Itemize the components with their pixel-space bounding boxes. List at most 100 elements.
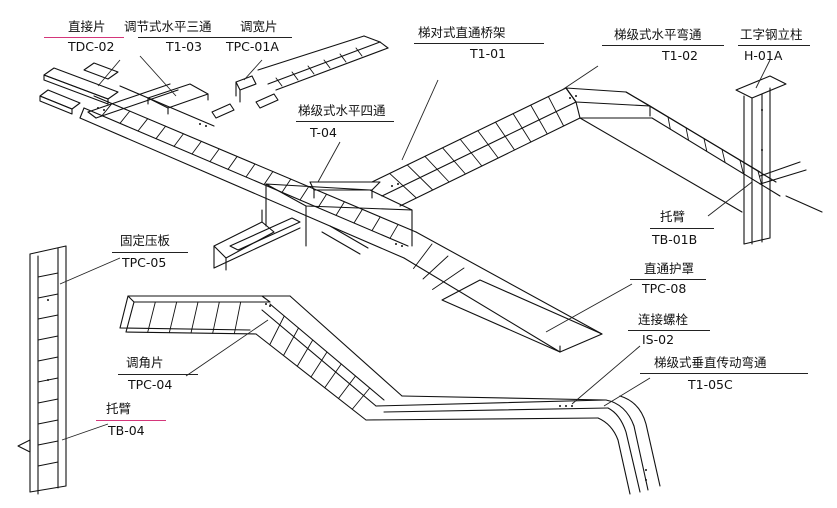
ladder-rung <box>739 159 744 175</box>
horizontal-elbow <box>565 87 653 119</box>
ladder-rung <box>119 110 131 124</box>
label-code-support-arm-right: TB-01B <box>652 232 698 247</box>
ladder-rung <box>233 301 242 335</box>
lower-horizontal-ladder <box>119 295 291 335</box>
ladder-rung <box>432 267 465 290</box>
cross-left-branch <box>213 209 301 271</box>
i-beam-column <box>735 75 823 245</box>
ladder-rung <box>37 419 59 425</box>
ladder-rung <box>389 223 399 239</box>
leader-lines <box>59 55 771 441</box>
label-name-adjustable-tee: 调节式水平三通 <box>124 19 212 34</box>
underline-straight-piece <box>44 37 124 38</box>
underline-straight-tray <box>414 43 544 44</box>
lower-descending-rungs <box>269 315 371 410</box>
upper-right-rungs <box>389 96 565 199</box>
ladder-rung <box>685 127 690 141</box>
ladder-rung <box>37 272 59 278</box>
ladder-rung <box>283 327 299 356</box>
label-name-horizontal-elbow: 梯级式水平弯通 <box>614 27 702 42</box>
ladder-rung <box>37 314 59 320</box>
ladder-rung <box>37 335 59 341</box>
underline-support-arm-left <box>96 420 166 421</box>
ladder-rung <box>459 138 483 167</box>
ladder-rung <box>371 216 381 232</box>
ladder-rung <box>155 125 167 140</box>
label-code-cover: TPC-08 <box>642 281 687 296</box>
label-code-vertical-elbow: T1-05C <box>688 377 733 392</box>
ladder-rung <box>269 315 285 346</box>
vertical-ladder-rungs <box>37 272 59 467</box>
label-name-cover: 直通护罩 <box>644 261 695 276</box>
ladder-rung <box>101 103 113 117</box>
underline-bolt <box>628 330 710 331</box>
right-ladder-rungs <box>667 116 763 186</box>
underline-i-beam-column <box>738 45 810 46</box>
label-code-straight-tray: T1-01 <box>470 46 507 61</box>
top-exploded-ladder <box>257 35 389 91</box>
ladder-rung <box>227 155 238 170</box>
ladder-rung <box>547 96 565 127</box>
ladder-rung <box>422 255 449 280</box>
ladder-rung <box>424 155 450 183</box>
ladder-rung <box>512 113 532 143</box>
ladder-rung <box>137 118 149 132</box>
ladder-rung <box>406 164 434 191</box>
underline-adjustable-tee <box>138 37 228 38</box>
ladder-rung <box>721 148 726 164</box>
ladder-rung <box>495 121 515 151</box>
ladder-rung <box>703 138 708 152</box>
label-name-i-beam-column: 工字钢立柱 <box>740 27 803 42</box>
bottom-horizontal-run <box>365 395 609 421</box>
label-name-support-arm-left: 托臂 <box>106 401 132 416</box>
ladder-rung <box>530 104 548 135</box>
ladder-rung <box>310 351 328 378</box>
ladder-rung <box>353 208 363 224</box>
ladder-rung <box>191 140 202 155</box>
ladder-rung <box>338 375 356 399</box>
label-code-four-way: T-04 <box>310 125 337 140</box>
upper-right-ladder <box>371 87 581 207</box>
ladder-rung <box>173 133 184 147</box>
label-code-adjustable-tee: T1-03 <box>166 39 203 54</box>
adjustable-tee-piece <box>147 83 209 115</box>
ladder-rung <box>147 301 156 333</box>
upper-exploded-tray <box>87 83 179 119</box>
ladder-rung <box>351 387 371 410</box>
vertical-transition-elbow <box>597 395 661 495</box>
left-vertical-ladder <box>17 245 67 495</box>
ladder-rung <box>296 339 314 367</box>
ladder-rung <box>37 440 59 446</box>
ladder-rung <box>212 301 220 334</box>
bolt-dots <box>47 95 763 481</box>
label-name-vertical-elbow: 梯级式垂直传动弯通 <box>654 355 767 370</box>
ladder-rung <box>37 461 59 467</box>
ladder-rung <box>245 163 256 178</box>
label-name-straight-piece: 直接片 <box>68 19 106 34</box>
lower-right-rungs <box>413 243 465 290</box>
label-name-four-way: 梯级式水平四通 <box>298 103 386 118</box>
ladder-rung <box>335 201 345 216</box>
underline-cover <box>630 279 706 280</box>
underline-vertical-elbow <box>640 373 808 374</box>
underline-four-way <box>296 121 394 122</box>
ladder-rung <box>324 363 342 389</box>
lower-descending-ladder <box>255 295 403 421</box>
ladder-rung <box>299 186 310 201</box>
underline-width-adjust <box>226 37 292 38</box>
label-name-bolt: 连接螺栓 <box>638 312 689 327</box>
label-code-straight-piece: TDC-02 <box>68 39 115 54</box>
ladder-rung <box>263 171 274 186</box>
straight-connector-pieces <box>39 62 119 115</box>
label-code-angle-piece: TPC-04 <box>128 377 173 392</box>
ladder-rung <box>37 293 59 299</box>
label-name-support-arm-right: 托臂 <box>660 209 686 224</box>
ladder-rung <box>37 356 59 362</box>
ladder-rung <box>37 398 59 404</box>
ladder-rung <box>317 193 328 209</box>
label-name-angle-piece: 调角片 <box>126 355 164 370</box>
label-name-width-adjust: 调宽片 <box>240 19 278 34</box>
ladder-rung <box>168 301 178 334</box>
